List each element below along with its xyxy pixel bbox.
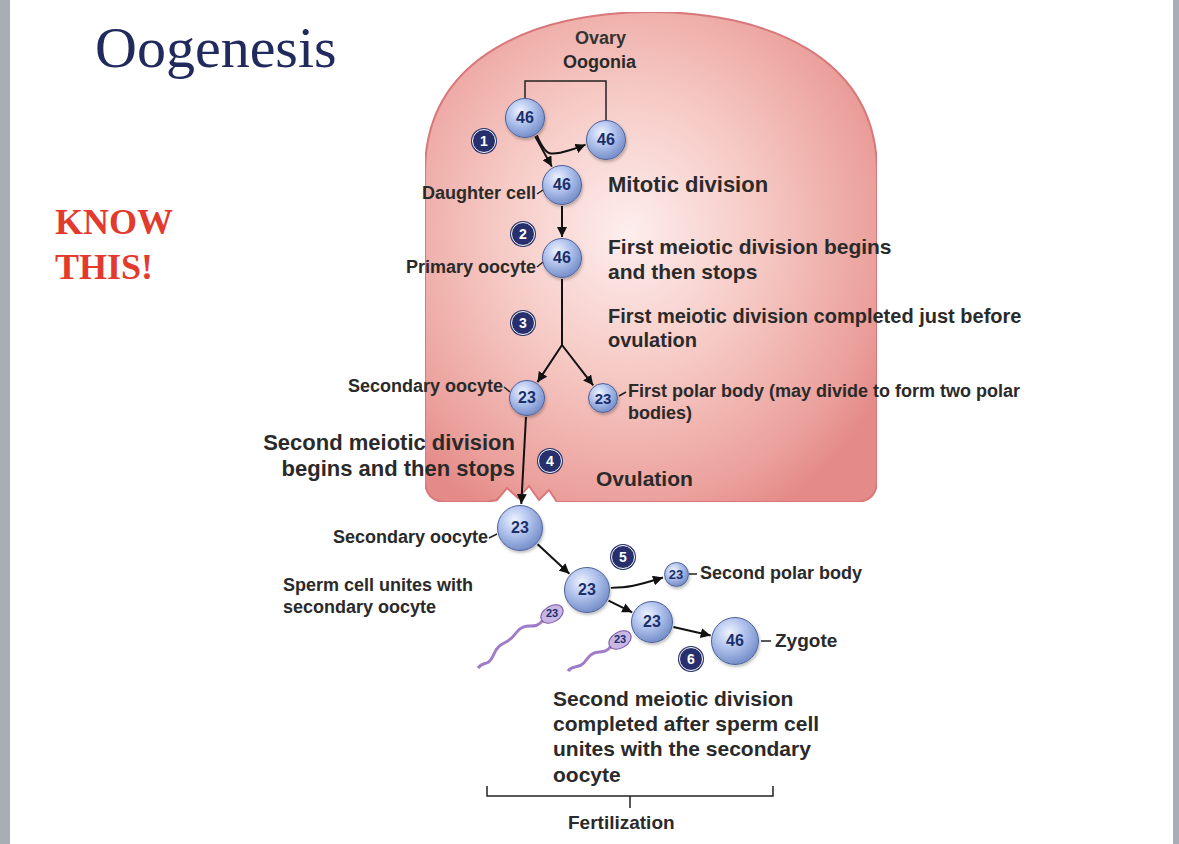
arrow-connector <box>673 627 710 636</box>
arrow-connector <box>538 544 570 573</box>
cell-circle: 46 <box>711 617 759 665</box>
title: Oogenesis <box>95 14 337 81</box>
callout-number: 5 <box>611 545 635 569</box>
arrow-connector <box>561 206 563 237</box>
chromosome-count: 23 <box>518 389 536 407</box>
region-label: Ovary <box>575 28 626 49</box>
stage-label: Sperm cell unites with secondary oocyte <box>283 575 533 618</box>
stage-label: First polar body (may divide to form two… <box>628 381 1058 424</box>
cell-circle: 46 <box>505 98 545 138</box>
stage-label: Mitotic division <box>608 172 768 198</box>
stage-label: First meiotic division begins and then s… <box>608 234 898 284</box>
chromosome-count: 46 <box>553 249 571 267</box>
chromosome-count: 23 <box>578 581 596 599</box>
arrow-connector <box>609 601 633 613</box>
callout-number: 3 <box>511 311 535 335</box>
stage-label: Zygote <box>775 630 837 653</box>
stage-label: Fertilization <box>568 812 675 835</box>
fertilization-bracket <box>487 786 773 808</box>
cell-circle: 23 <box>631 601 673 643</box>
callout-number: 2 <box>511 222 535 246</box>
cell-circle: 23 <box>564 567 610 613</box>
chromosome-count: 46 <box>553 176 571 194</box>
callout-number: 1 <box>472 129 496 153</box>
sperm-head <box>606 627 635 653</box>
stage-label: Second meiotic division begins and then … <box>215 430 515 483</box>
chromosome-count: 23 <box>643 613 661 631</box>
chromosome-count: 46 <box>597 131 615 149</box>
sperm-tail <box>568 646 611 671</box>
stage-label: Second meiotic division completed after … <box>553 686 853 787</box>
cell-circle: 23 <box>588 383 618 413</box>
stage-label: Ovulation <box>596 466 693 491</box>
sperm-chromosome-count: 23 <box>614 633 626 646</box>
cell-circle: 23 <box>664 562 689 587</box>
chromosome-count: 46 <box>516 109 534 127</box>
leader-line <box>689 573 697 575</box>
page-edge-bar <box>0 0 10 844</box>
stage-label: Oogonia <box>563 52 636 74</box>
stage-label: Secondary oocyte <box>283 376 503 398</box>
arrow-connector <box>611 578 663 588</box>
sperm-head <box>538 601 567 627</box>
chromosome-count: 23 <box>511 519 529 537</box>
page-edge-bar <box>1173 0 1179 844</box>
sperm-chromosome-count: 23 <box>546 607 558 620</box>
callout-number: 6 <box>679 647 703 671</box>
cell-circle: 46 <box>542 165 582 205</box>
sperm-cells <box>478 601 634 671</box>
stage-label: Daughter cell <box>366 183 536 205</box>
chromosome-count: 23 <box>595 390 612 407</box>
cell-circle: 46 <box>586 120 626 160</box>
leader-line <box>761 640 771 642</box>
chromosome-count: 46 <box>726 632 744 650</box>
stage-label: Second polar body <box>700 563 862 585</box>
cell-circle: 46 <box>542 238 582 278</box>
chromosome-count: 23 <box>669 567 683 582</box>
stage-label: Secondary oocyte <box>268 527 488 549</box>
leader-line <box>489 534 497 538</box>
stage-label: Primary oocyte <box>346 257 536 279</box>
cell-circle: 23 <box>509 380 545 416</box>
stage-label: First meiotic division completed just be… <box>608 304 1068 352</box>
sperm-tail <box>478 620 543 668</box>
callout-number: 4 <box>538 449 562 473</box>
cell-circle: 23 <box>497 505 543 551</box>
emphasis-note: KNOW THIS! <box>55 200 205 290</box>
